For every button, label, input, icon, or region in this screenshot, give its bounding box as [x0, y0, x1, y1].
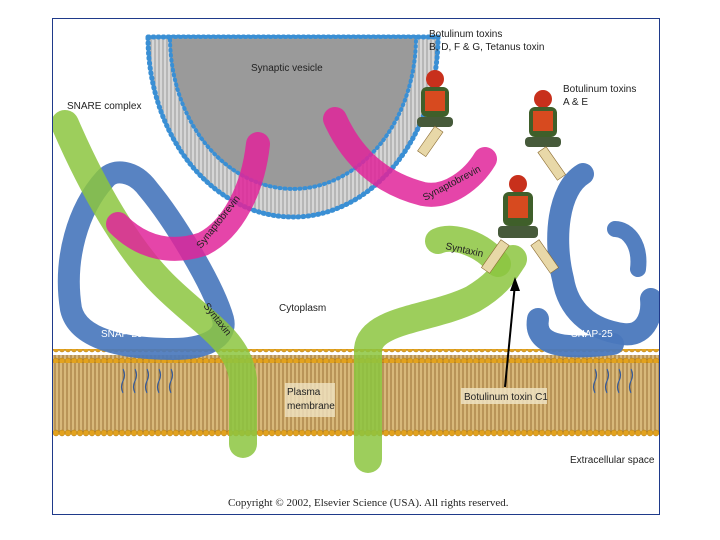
- label-botulinum-c1: Botulinum toxin C1: [464, 392, 548, 403]
- label-snap25-right: SNAP-25: [571, 329, 613, 340]
- label-synaptic-vesicle: Synaptic vesicle: [251, 63, 323, 74]
- diagram-frame: Synaptic vesicle SNARE complex Botulinum…: [52, 18, 660, 515]
- label-plasma-membrane-1: Plasma: [287, 387, 321, 398]
- membrane-wiggles: [120, 368, 634, 394]
- synaptobrevin-right: [323, 107, 497, 207]
- label-botulinum-ae-2: A & E: [563, 97, 588, 108]
- label-plasma-membrane-2: membrane: [287, 401, 335, 412]
- toxin-figure-2: [525, 90, 566, 181]
- label-cytoplasm: Cytoplasm: [279, 303, 326, 314]
- label-botulinum-bdfg-2: B, D, F & G, Tetanus toxin: [429, 42, 544, 53]
- snare-diagram: Synaptic vesicle SNARE complex Botulinum…: [53, 29, 659, 509]
- synaptobrevin-left: [106, 132, 270, 261]
- label-botulinum-bdfg-1: Botulinum toxins: [429, 29, 502, 40]
- syntaxin-left: [53, 110, 257, 458]
- c1-arrow: [504, 277, 520, 388]
- c1-label-bg: [461, 388, 547, 404]
- label-snap25-left: SNAP-25: [101, 329, 143, 340]
- toxin-figure-3: [481, 175, 559, 274]
- toxin-figure-1: [417, 70, 453, 158]
- snap25-right: [526, 163, 659, 358]
- label-botulinum-ae-1: Botulinum toxins: [563, 84, 636, 95]
- label-snare-complex: SNARE complex: [67, 101, 141, 112]
- label-extracellular-space: Extracellular space: [570, 455, 655, 466]
- snap25-left: [57, 161, 235, 360]
- plasma-membrane-label-bg: [285, 383, 335, 417]
- copyright-notice: Copyright © 2002, Elsevier Science (USA)…: [228, 497, 509, 509]
